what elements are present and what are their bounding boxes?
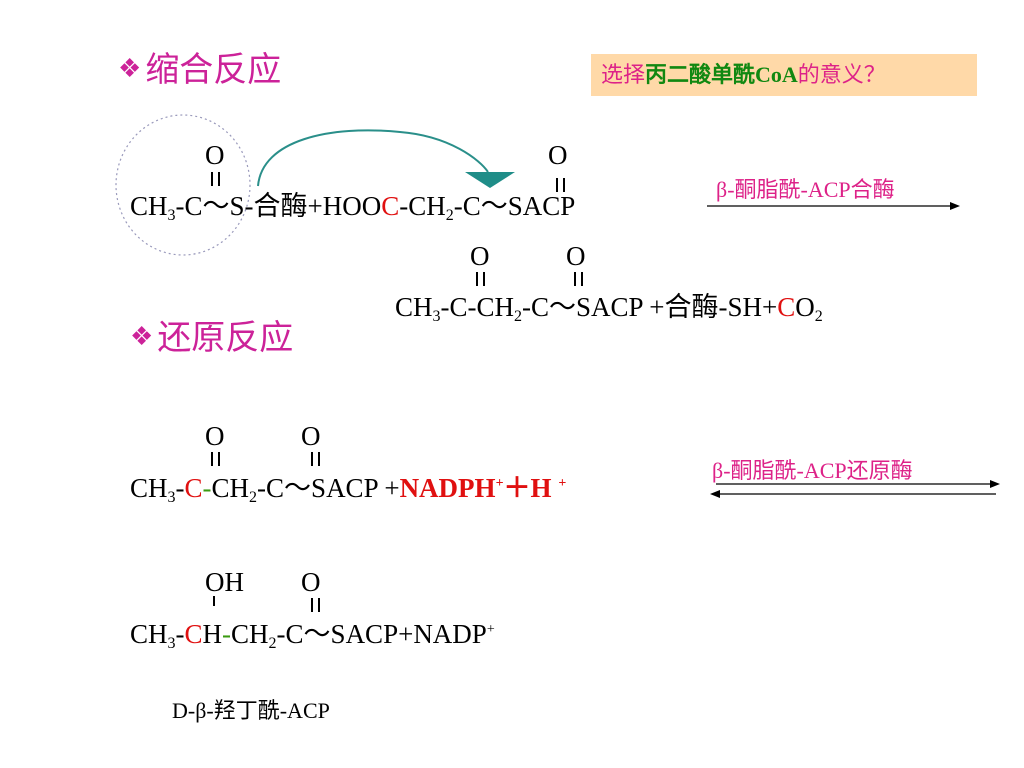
highlight-ellipse	[115, 114, 251, 256]
curved-arrow-head	[465, 172, 515, 188]
heading-condensation: ❖缩合反应	[118, 52, 282, 89]
r1-double-bond-2	[556, 178, 565, 192]
curved-arrow	[257, 129, 489, 187]
r1-oxygen-2: O	[548, 140, 568, 170]
reaction2-reverse-arrowhead	[710, 490, 720, 498]
diamond-cluster-icon: ❖	[118, 54, 142, 83]
product2-name: D-β-羟丁酰-ACP	[172, 698, 330, 723]
reaction1-arrowhead	[950, 202, 960, 210]
r2-double-bond-2	[311, 452, 320, 466]
p1-oxygen-2: O	[566, 241, 586, 271]
p1-double-bond-2	[574, 272, 583, 286]
diamond-cluster-icon: ❖	[130, 322, 154, 351]
r2-double-bond-1	[211, 452, 220, 466]
r2-oxygen-1: O	[205, 421, 225, 451]
reaction2-equation: CH3-C-CH2-C～SACP +NADPH+＋H +	[130, 473, 567, 506]
product2-equation: CH3-CH-CH2-C～SACP+NADP+	[130, 619, 495, 652]
r2-oxygen-2: O	[301, 421, 321, 451]
reaction2-forward-arrowhead	[990, 480, 1000, 488]
heading-reduction: ❖还原反应	[130, 320, 294, 357]
product1-equation: CH3-C-CH2-C～SACP +合酶-SH+CO2	[395, 292, 823, 325]
reaction1-enzyme: β-酮脂酰-ACP合酶	[716, 177, 895, 202]
p2-hydroxyl: OH	[205, 567, 244, 597]
reaction2-enzyme: β-酮脂酰-ACP还原酶	[712, 458, 913, 483]
p1-oxygen-1: O	[470, 241, 490, 271]
p2-double-bond	[311, 598, 320, 612]
reaction1-equation: CH3-C～S-合酶+HOOC-CH2-C～SACP	[130, 191, 576, 224]
p2-oxygen: O	[301, 567, 321, 597]
p1-double-bond-1	[476, 272, 485, 286]
r1-oxygen-1: O	[205, 140, 225, 170]
r1-double-bond-1	[211, 172, 220, 186]
note-box: 选择丙二酸单酰CoA的意义？	[591, 54, 977, 96]
p2-single-bond	[213, 596, 215, 606]
